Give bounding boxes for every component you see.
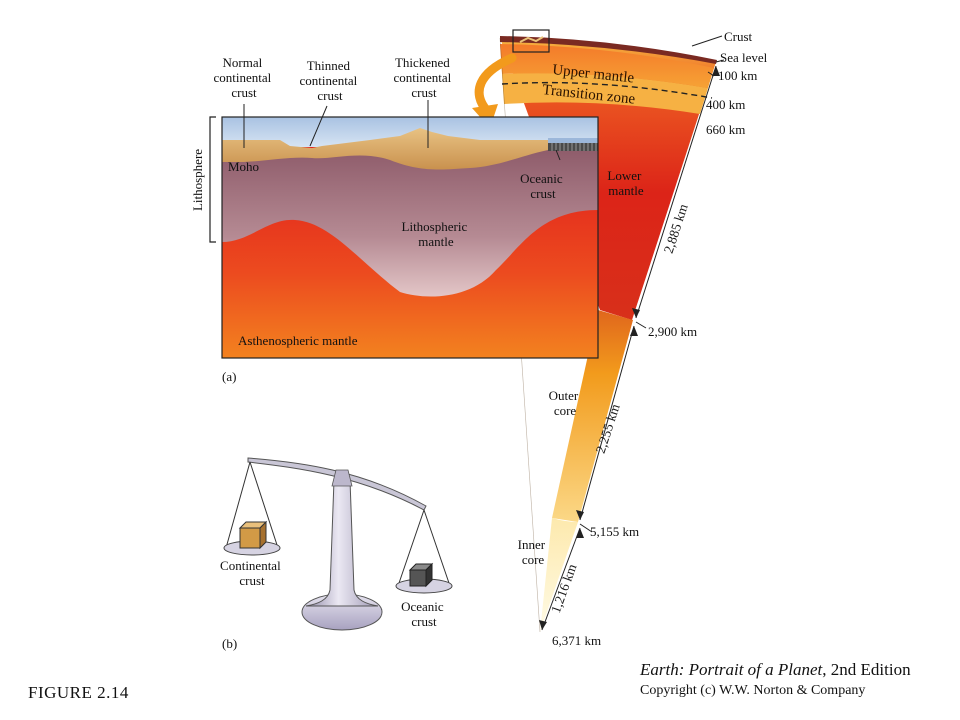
transition-zone-layer <box>502 73 708 114</box>
arrowhead-outer-top <box>630 326 638 336</box>
label-crust: Crust <box>724 29 753 44</box>
crust-detail-box <box>512 29 550 53</box>
arrowhead-inner-bottom <box>539 620 547 630</box>
label-moho: Moho <box>228 159 259 174</box>
copyright: Copyright (c) W.W. Norton & Company <box>640 683 866 698</box>
arrow-mantle-thickness <box>635 65 717 319</box>
depth-6371km: 6,371 km <box>552 633 601 648</box>
label-thickened-crust: Thickened continental crust <box>393 55 454 100</box>
zoom-arrow <box>474 53 517 117</box>
book-title: Earth: Portrait of a Planet, 2nd Edition <box>640 660 911 680</box>
oceanic-crust-stripes <box>551 143 597 151</box>
arrowhead-inner-top <box>576 528 584 538</box>
depth-400km: 400 km <box>706 97 745 112</box>
earth-wedge <box>499 29 717 633</box>
label-oceanic-crust-b: Oceanic crust <box>401 599 447 629</box>
left-pan-strings <box>225 461 279 549</box>
right-pan-strings <box>397 509 451 587</box>
crust-detail-mountain <box>519 36 544 43</box>
tick-5155km <box>579 523 593 533</box>
label-sea-level: Sea level <box>720 50 768 65</box>
line-400km <box>501 81 713 99</box>
outer-core-layer <box>552 310 633 522</box>
depth-5155km: 5,155 km <box>590 524 639 539</box>
tick-2900km <box>635 321 647 329</box>
oceanic-crust-region <box>548 143 598 151</box>
label-continental-crust-b: Continental crust <box>220 558 284 588</box>
continental-cube-side <box>259 520 267 550</box>
label-inner-core: Inner core <box>518 537 549 567</box>
cross-section-frame <box>221 116 599 359</box>
arrow-outer-core-thickness <box>579 325 635 521</box>
arrow-inner-core-thickness <box>541 527 581 631</box>
book-edition: , 2nd Edition <box>822 660 911 679</box>
ocean-water <box>548 138 598 143</box>
label-oceanic-crust: Oceanic crust <box>520 171 566 201</box>
label-outer-core: Outer core <box>549 388 582 418</box>
crust-layer <box>500 36 717 64</box>
arrowhead-outer-bottom <box>576 510 584 520</box>
balance-pole <box>305 479 379 607</box>
continental-crust-region <box>222 128 548 170</box>
arrowhead-mantle-bottom <box>632 308 640 318</box>
lithosphere-cross-section <box>222 117 598 358</box>
label-thinned-crust: Thinned continental crust <box>299 58 360 103</box>
leader-thinned-crust <box>309 105 328 147</box>
label-part-b: (b) <box>222 636 237 651</box>
depth-2900km: 2,900 km <box>648 324 697 339</box>
lithospheric-mantle-region <box>222 146 598 297</box>
oceanic-cube-side <box>425 562 433 588</box>
depth-660km: 660 km <box>706 122 745 137</box>
book-title-italic: Earth: Portrait of a Planet <box>640 660 823 679</box>
oceanic-cube <box>409 569 427 587</box>
lithosphere-bracket <box>209 116 216 243</box>
leader-oceanic-crust <box>555 149 561 161</box>
leader-crust <box>691 35 723 47</box>
balance-beam <box>247 457 427 511</box>
balance-pivot <box>331 469 353 487</box>
depth-100km: 100 km <box>718 68 757 83</box>
label-lithosphere: Lithosphere <box>190 149 205 211</box>
label-lithospheric-mantle: Lithospheric mantle <box>402 219 471 249</box>
arrowhead-mantle-top <box>712 66 720 76</box>
label-asthenospheric-mantle: Asthenospheric mantle <box>238 333 358 348</box>
upper-mantle-layer <box>500 44 714 88</box>
label-normal-crust: Normal continental crust <box>213 55 274 100</box>
continental-cube <box>239 527 261 549</box>
balance-illustration <box>223 457 453 631</box>
figure-label: FIGURE 2.14 <box>28 683 129 702</box>
inner-core-layer <box>540 518 578 632</box>
leader-sea-level <box>715 59 725 63</box>
label-part-a: (a) <box>222 369 236 384</box>
label-lower-mantle: Lower mantle <box>607 168 644 198</box>
